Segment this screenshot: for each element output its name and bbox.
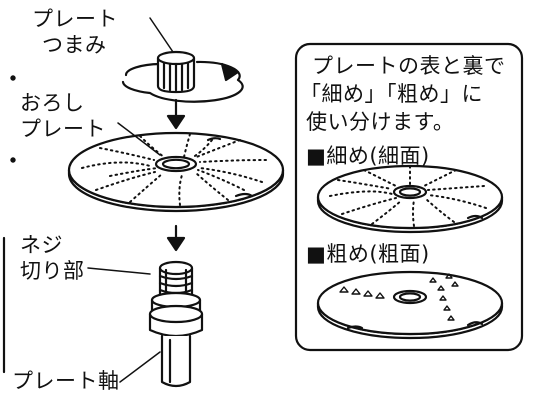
thread-label-line1: ネジ	[20, 233, 63, 257]
info-box-line1: プレートの表と裏で	[312, 54, 506, 78]
plate-shaft	[87, 260, 204, 388]
grater-plate	[67, 122, 285, 213]
grater-label-line2: プレート	[20, 117, 106, 141]
fine-plate-illustration	[316, 164, 504, 234]
info-box-line3: 使い分けます。	[306, 110, 455, 134]
knob-label-line2: つまみ	[42, 33, 107, 57]
knob-label-line1: プレート	[32, 7, 118, 31]
edge-dot	[10, 75, 16, 81]
info-box-line2: 「細め」「粗め」に	[300, 82, 483, 106]
down-arrow	[166, 98, 186, 130]
down-arrow	[166, 224, 186, 252]
coarse-plate-illustration	[316, 270, 504, 340]
info-box-frame	[294, 42, 524, 352]
shaft-label: プレート軸	[12, 369, 120, 393]
edge-dot	[10, 157, 16, 163]
thread-label-line2: 切り部	[20, 259, 85, 283]
plate-knob	[121, 17, 244, 103]
fine-heading: ■細め(細面)	[306, 144, 430, 168]
grater-label-line1: おろし	[20, 91, 85, 115]
coarse-heading: ■粗め(粗面)	[306, 242, 430, 266]
